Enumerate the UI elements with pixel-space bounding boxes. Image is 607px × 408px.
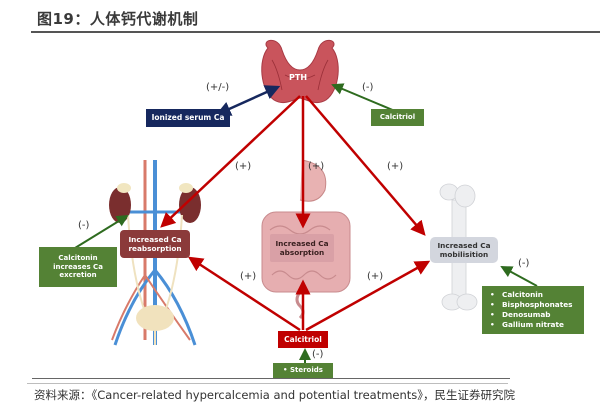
arrow-calcitriol-pth xyxy=(331,83,396,112)
figure-title: 图19：人体钙代谢机制 xyxy=(37,10,199,28)
sign-pth-gut: (+) xyxy=(308,161,325,172)
sign-calcitonin-kidney: (-) xyxy=(78,220,90,231)
title-divider xyxy=(31,31,600,33)
gut-absorption-box: Increased Ca absorption xyxy=(270,234,334,262)
arrow-pth-kidney xyxy=(160,95,301,228)
sign-pth-bone: (+) xyxy=(387,161,404,172)
arrow-calcitonin-kidney xyxy=(74,214,129,249)
steroids-box: • Steroids xyxy=(273,363,333,378)
source-divider xyxy=(27,383,508,384)
diagram-bottom-border xyxy=(32,378,510,379)
sign-steroids-calcitriol: (-) xyxy=(312,349,324,360)
sign-calcitriol-kidney: (+) xyxy=(240,271,257,282)
calcitonin-excretion-box: Calcitonin increases Ca excretion xyxy=(39,247,117,287)
sign-pth-kidney: (+) xyxy=(235,161,252,172)
thyroid-illustration xyxy=(261,39,339,104)
calcitriol-top-box: Calcitriol xyxy=(371,109,424,126)
bone-inhibitors-list: Calcitonin Bisphosphonates Denosumab Gal… xyxy=(482,286,584,334)
inhibitor-item: Calcitonin xyxy=(490,290,584,300)
arrow-calcitriol-bone xyxy=(305,260,431,332)
arrow-pth-bone xyxy=(305,95,426,236)
inhibitor-item: Bisphosphonates xyxy=(490,300,584,310)
pth-label: PTH xyxy=(289,73,308,82)
source-note: 资料来源：《Cancer-related hypercalcemia and p… xyxy=(34,388,516,402)
sign-calcitriol-pth: (-) xyxy=(362,82,374,93)
inhibitor-item: Gallium nitrate xyxy=(490,320,584,330)
calcitriol-bottom-box: Calcitriol xyxy=(278,331,328,348)
ionized-serum-ca-box: Ionized serum Ca xyxy=(146,109,230,127)
inhibitor-item: Denosumab xyxy=(490,310,584,320)
arrow-inhibitors-bone xyxy=(500,266,538,287)
bone-mobilisation-box: Increased Ca mobilisition xyxy=(430,237,498,263)
sign-ionized-pth: (+/-) xyxy=(206,82,230,93)
kidney-illustration xyxy=(109,160,201,346)
arrow-calcitriol-kidney xyxy=(187,256,301,332)
sign-inhibitors-bone: (-) xyxy=(518,258,530,269)
kidney-reabsorption-box: Increased Ca reabsorption xyxy=(120,230,190,258)
sign-calcitriol-bone: (+) xyxy=(367,271,384,282)
